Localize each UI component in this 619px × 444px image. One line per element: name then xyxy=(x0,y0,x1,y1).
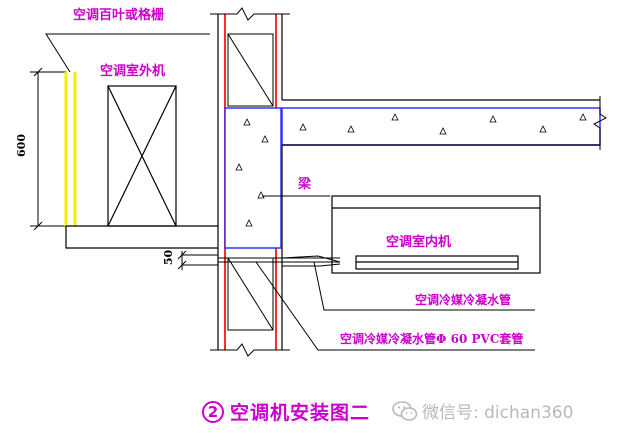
condensate-pipe-label: 空调冷媒冷凝水管 xyxy=(415,293,512,307)
floor-slab xyxy=(281,96,607,150)
dimension-600 xyxy=(30,67,66,231)
outdoor-platform xyxy=(65,225,218,249)
louver-label: 空调百叶或格栅 xyxy=(73,8,165,23)
sleeve-leader xyxy=(255,261,535,351)
drawing-title: 2 空调机安装图二 xyxy=(202,398,370,425)
watermark: 微信号: dichan360 xyxy=(392,398,573,423)
outdoor-unit-label: 空调室外机 xyxy=(100,64,166,79)
louver-grille xyxy=(64,72,77,226)
dimension-50 xyxy=(177,250,187,270)
condensate-pipes xyxy=(182,254,341,267)
title-text: 空调机安装图二 xyxy=(230,402,371,424)
wall xyxy=(210,7,290,357)
wechat-icon xyxy=(392,400,418,421)
indoor-unit xyxy=(331,195,541,274)
pipe-sleeve-label: 空调冷媒冷凝水管Φ 60 PVC套管 xyxy=(340,332,524,346)
condensate-pipe-leader xyxy=(313,261,535,311)
outdoor-unit xyxy=(107,85,177,227)
title-number-badge: 2 xyxy=(202,400,224,423)
louver-leader xyxy=(45,33,210,73)
dimension-50-text: 50 xyxy=(162,249,176,266)
dimension-600-text: 600 xyxy=(14,134,28,157)
indoor-unit-label: 空调室内机 xyxy=(386,235,452,250)
watermark-text: 微信号: dichan360 xyxy=(422,403,574,423)
beam-label: 梁 xyxy=(298,177,312,192)
concrete-beam xyxy=(224,107,282,249)
